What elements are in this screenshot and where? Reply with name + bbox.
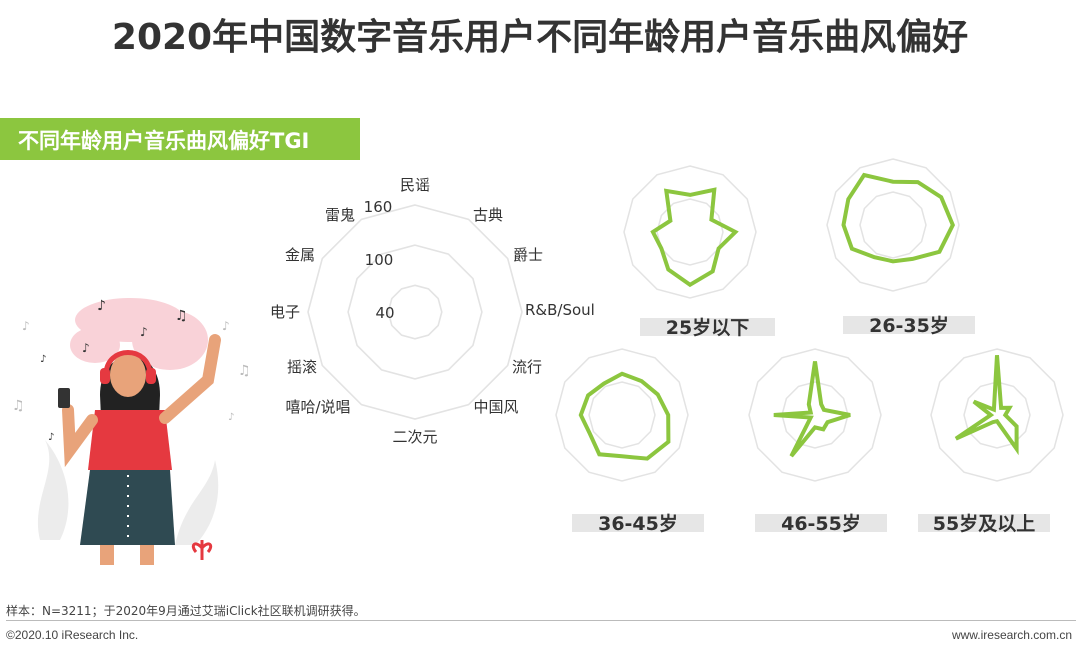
- svg-text:♫: ♫: [12, 398, 25, 414]
- tick-label: 160: [364, 198, 393, 216]
- axis-label: 电子: [270, 303, 300, 321]
- website-link[interactable]: www.iresearch.com.cn: [951, 628, 1072, 642]
- small-radar: 46-55岁: [748, 348, 887, 535]
- grid-ring: [656, 198, 724, 266]
- series-label-bg: [572, 514, 704, 532]
- grid-ring: [748, 348, 882, 482]
- svg-text:♪: ♪: [48, 432, 54, 443]
- small-radar: 55岁及以上: [918, 348, 1064, 535]
- grid-ring: [963, 381, 1031, 449]
- axis-label: 中国风: [473, 398, 518, 416]
- series-label: 46-55岁: [781, 512, 861, 535]
- axis-label: R&B/Soul: [525, 301, 595, 319]
- illustration-woman-headphones: ♪ ♫ ♪ ♪ ♪ ♪ ♪ ♫ ♫ ♪ ♪: [12, 298, 251, 565]
- series-line: [578, 371, 671, 461]
- series-line: [773, 361, 851, 458]
- axis-label: 摇滚: [287, 358, 317, 376]
- tick-label: 100: [365, 251, 394, 269]
- grid-ring: [307, 204, 523, 420]
- series-label-bg: [640, 318, 775, 336]
- series-label: 36-45岁: [598, 512, 678, 535]
- grid-ring: [930, 348, 1064, 482]
- svg-text:♪: ♪: [140, 325, 148, 339]
- series-label: 26-35岁: [869, 314, 949, 337]
- grid-ring: [588, 381, 656, 449]
- grid-ring: [826, 158, 960, 292]
- small-radar: 25岁以下: [623, 165, 775, 339]
- axis-label: 流行: [512, 358, 542, 376]
- axis-label: 嘻哈/说唱: [285, 398, 350, 416]
- series-label-bg: [918, 514, 1050, 532]
- page-title: 2020年中国数字音乐用户不同年龄用户音乐曲风偏好: [111, 17, 969, 58]
- axis-label: 爵士: [513, 246, 543, 264]
- svg-text:♪: ♪: [82, 341, 90, 355]
- grid-ring: [781, 381, 849, 449]
- small-radar: 26-35岁: [826, 158, 975, 337]
- axis-label: 二次元: [392, 428, 437, 446]
- svg-text:♫: ♫: [238, 363, 251, 379]
- series-line: [954, 355, 1019, 456]
- footnote: 样本：N=3211；于2020年9月通过艾瑞iClick社区联机调研获得。: [6, 604, 366, 618]
- tick-label: 40: [375, 304, 394, 322]
- section-banner: 不同年龄用户音乐曲风偏好TGI: [0, 118, 360, 160]
- svg-text:♪: ♪: [40, 354, 46, 365]
- axis-label: 雷鬼: [325, 206, 355, 224]
- axis-label: 古典: [473, 206, 503, 224]
- section-banner-label: 不同年龄用户音乐曲风偏好TGI: [18, 129, 310, 153]
- axis-label: 金属: [285, 246, 315, 264]
- grid-ring: [623, 165, 757, 299]
- series-label: 25岁以下: [666, 316, 749, 339]
- svg-text:♪: ♪: [22, 319, 30, 333]
- svg-text:♪: ♪: [222, 319, 230, 333]
- series-label: 55岁及以上: [933, 512, 1035, 535]
- svg-text:♪: ♪: [228, 412, 234, 423]
- series-label-bg: [843, 316, 975, 334]
- grid-ring: [555, 348, 689, 482]
- small-radars: 25岁以下 26-35岁 36-45岁 46-55岁 55岁及以上: [555, 158, 1064, 535]
- small-radar: 36-45岁: [555, 348, 704, 535]
- footer-divider: [6, 620, 1076, 621]
- svg-text:♫: ♫: [175, 308, 188, 324]
- series-line: [841, 172, 955, 264]
- svg-text:♪: ♪: [97, 298, 106, 314]
- series-line: [650, 187, 739, 288]
- copyright: ©2020.10 iResearch Inc.: [6, 628, 139, 642]
- grid-ring: [347, 244, 483, 380]
- grid-ring: [859, 191, 927, 259]
- grid-ring: [387, 284, 443, 340]
- series-label-bg: [755, 514, 887, 532]
- axis-label: 民谣: [400, 176, 430, 194]
